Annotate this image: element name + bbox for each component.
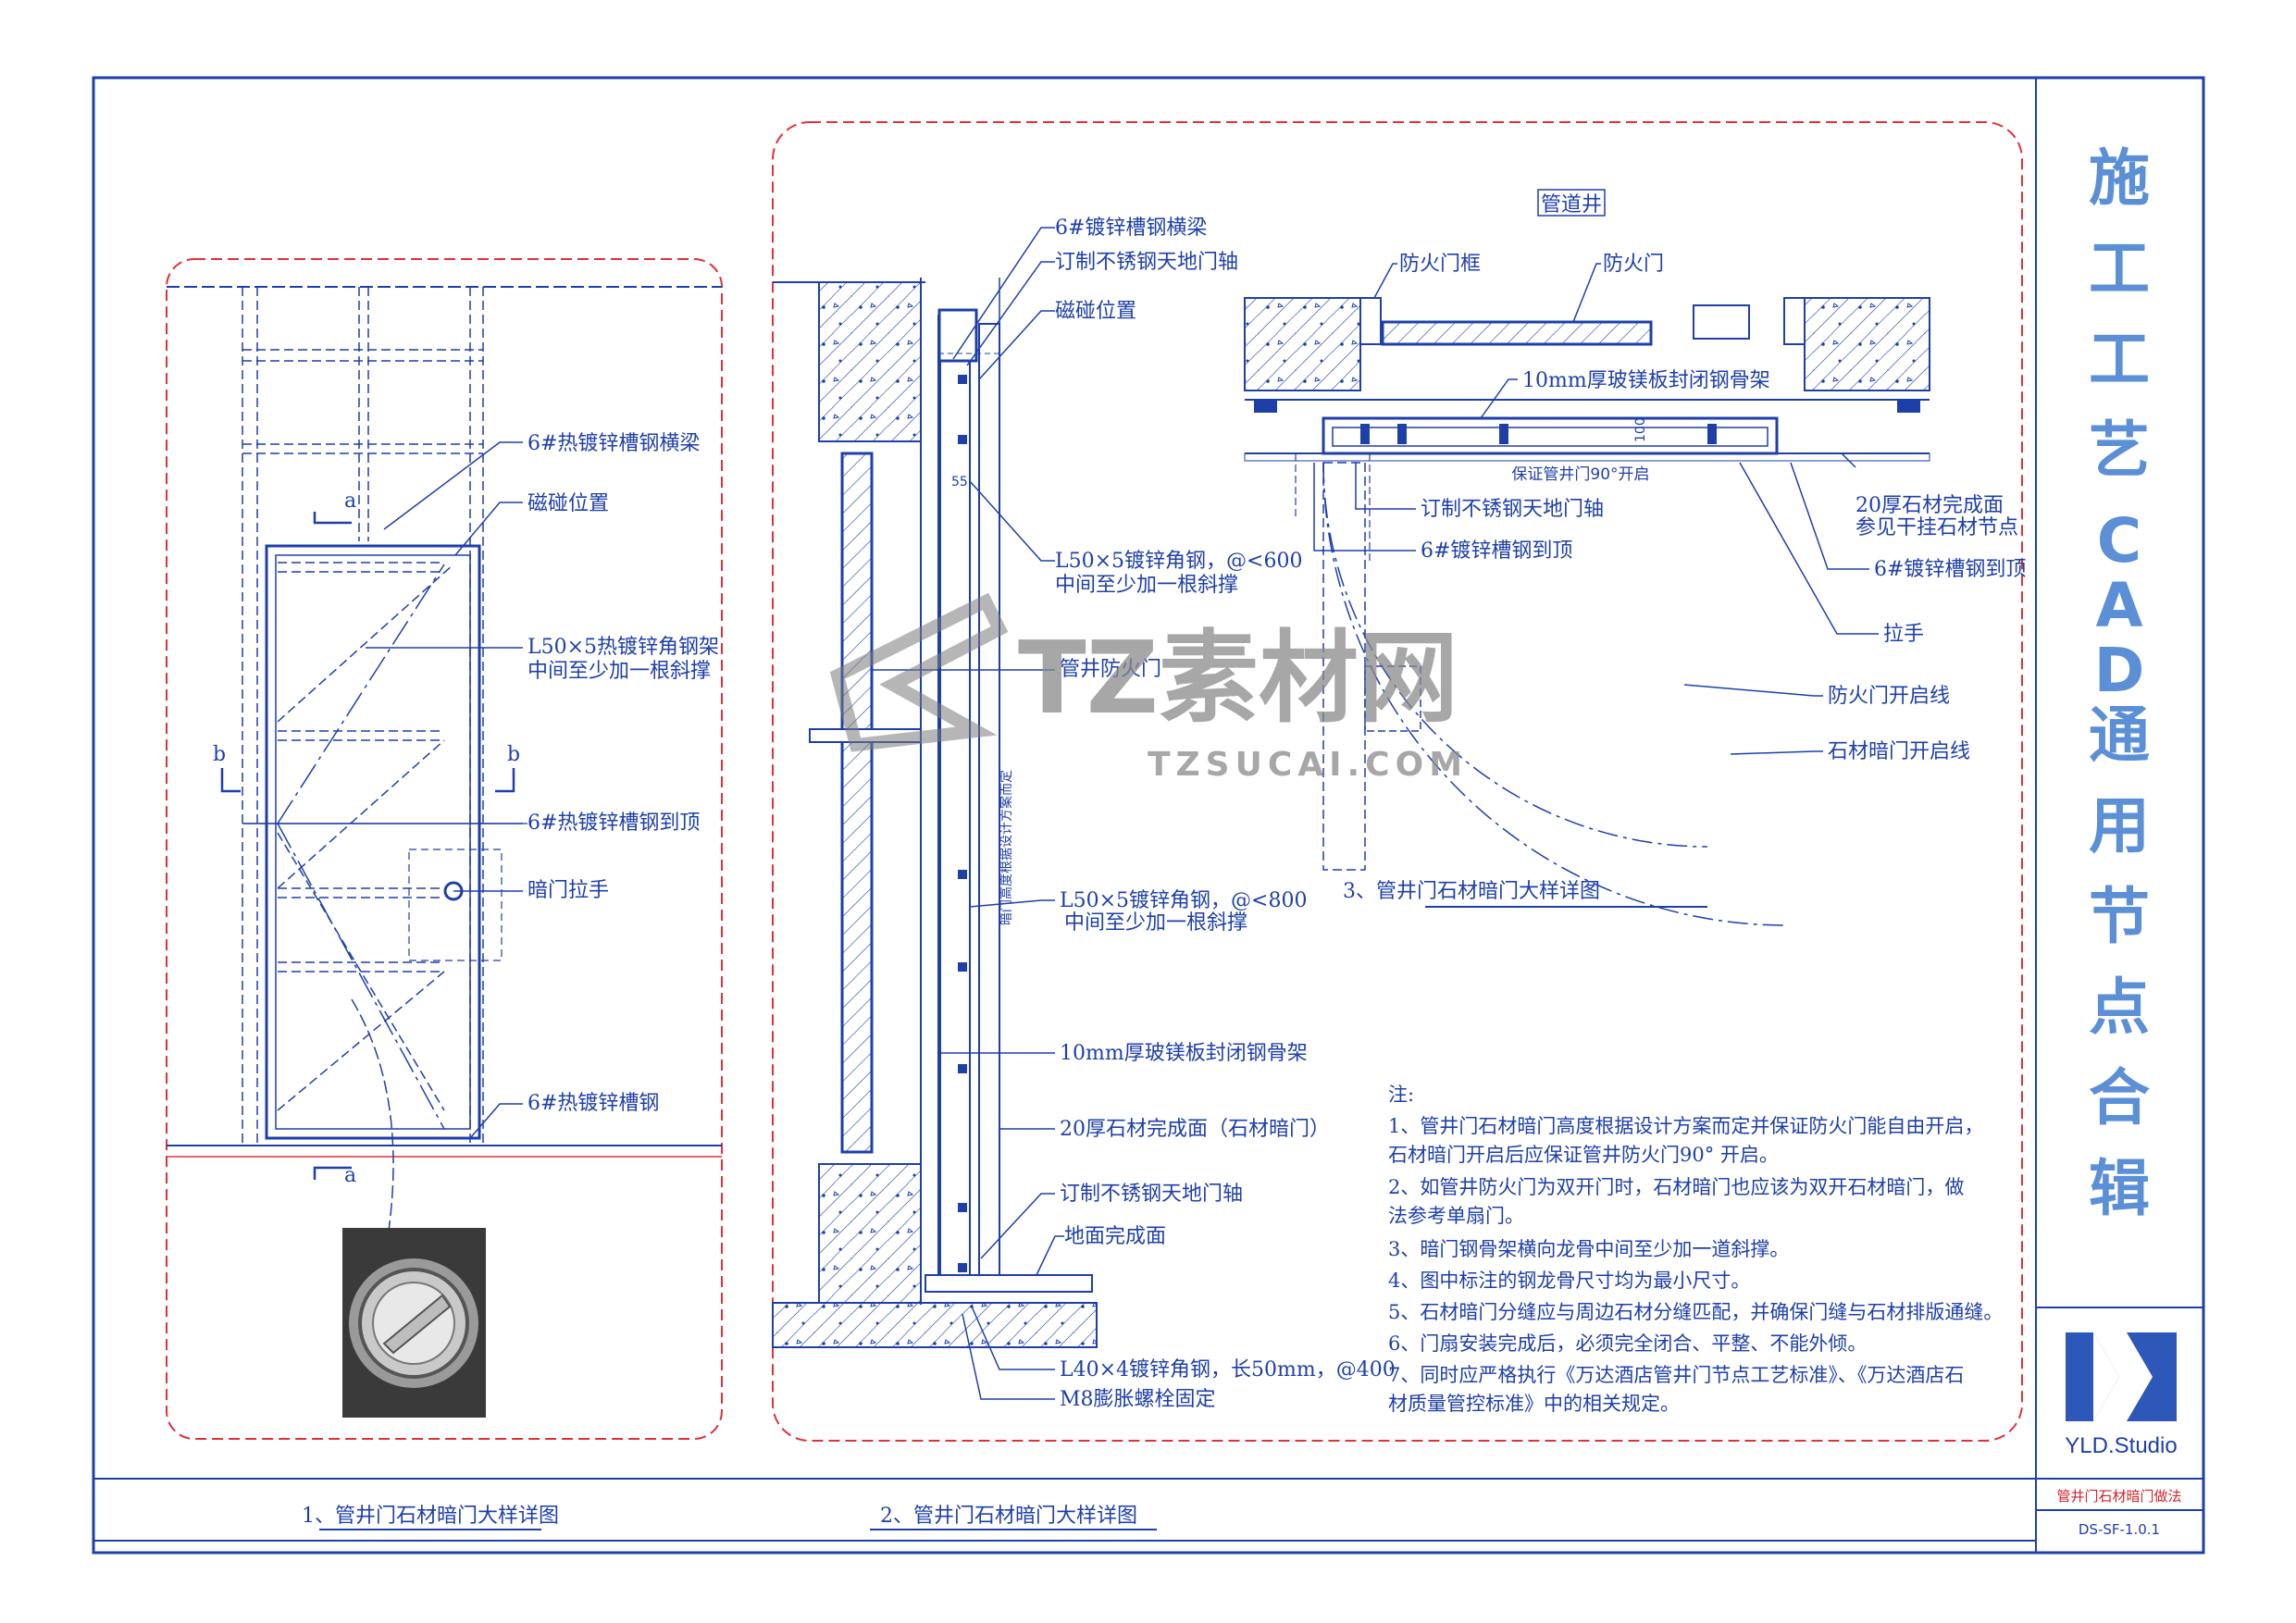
section-mark-b-right: b [507,743,520,766]
note-line-8: 6、门扇安装完成后，必须完全闭合、平整、不能外倾。 [1388,1332,1867,1355]
vertical-title-glyph: 艺 [2089,415,2150,486]
note-line-2: 石材暗门开启后应保证管井防火门90° 开启。 [1388,1144,1779,1166]
caption-view3: 3、管井门石材暗门大样详图 [1343,880,1600,903]
v2-label-brace-2: 中间至少加一根斜撑 [1064,911,1247,935]
note-line-4: 法参考单扇门。 [1388,1205,1524,1227]
drawing-number: DS-SF-1.0.1 [2079,1521,2160,1538]
caption-view1: 1、管井门石材暗门大样详图 [302,1505,559,1528]
v3-label-90-open: 保证管井门90°开启 [1511,465,1649,484]
v2-height-note: 暗门高度根据设计方案而定 [999,770,1014,925]
handle-photo [342,1228,486,1418]
v2-label-pivot-top: 订制不锈钢天地门轴 [1055,251,1238,274]
v2-label-mgo-board: 10mm厚玻镁板封闭钢骨架 [1060,1042,1308,1065]
drawing-name: 管井门石材暗门做法 [2056,1488,2181,1505]
v2-label-angle-40: L40×4镀锌角钢，长50mm，@400 [1060,1358,1396,1381]
v1-label-angle-frame: L50×5热镀锌角钢架 [527,636,719,659]
watermark-sub: TZSUCAI.COM [1148,746,1468,784]
view3-plan: 管道井 100 [1244,189,2026,926]
note-line-3: 2、如管井防火门为双开门时，石材暗门也应该为双开石材暗门，做 [1388,1176,1964,1198]
v3-label-channel-right: 6#镀锌槽钢到顶 [1874,558,2026,581]
section-mark-a-bottom: a [344,1164,356,1187]
studio-name: YLD.Studio [2065,1433,2177,1458]
v2-label-anchor: M8膨胀螺栓固定 [1060,1388,1216,1411]
v3-label-stone-finish: 20厚石材完成面 [1855,494,2004,517]
section-mark-a-top: a [344,489,356,513]
v2-label-angle-800: L50×5镀锌角钢，@<800 [1060,889,1307,912]
v3-label-pivot: 订制不锈钢天地门轴 [1421,498,1604,521]
v1-label-channel: 6#热镀锌槽钢 [527,1092,659,1115]
v1-label-brace: 中间至少加一根斜撑 [527,660,711,683]
notes-block: 注: 1、管井门石材暗门高度根据设计方案而定并保证防火门能自由开启， 石材暗门开… [1388,1084,2003,1415]
sheet-border [92,76,2205,1555]
v3-label-pull: 拉手 [1883,623,1924,646]
v2-dim-55: 55 [951,475,968,489]
note-line-7: 5、石材暗门分缝应与周边石材分缝匹配，并确保门缝与石材排版通缝。 [1388,1301,2003,1323]
vertical-title-glyph: 点 [2089,972,2150,1043]
note-line-10: 材质量管控标准》中的相关规定。 [1388,1393,1680,1415]
vertical-title-glyph: C [2097,505,2141,576]
v2-label-magnet: 磁碰位置 [1055,300,1136,323]
v2-label-floor: 地面完成面 [1064,1225,1166,1248]
view1-elevation: a a b b 6#热镀锌槽钢横梁 磁碰位置 L50×5热镀锌角钢架 中间至少加… [166,258,723,1440]
v3-tag-pipe-shaft: 管道井 [1541,193,1602,217]
v1-label-magnet: 磁碰位置 [527,492,609,515]
v3-label-fire-swing: 防火门开启线 [1828,685,1950,708]
v2-label-beam: 6#镀锌槽钢横梁 [1055,217,1207,240]
v2-label-brace-1: 中间至少加一根斜撑 [1055,574,1238,597]
view2-section: 暗门高度根据设计方案而定 55 6#镀锌槽钢横梁 订制不锈钢天地门轴 磁碰位置 … [772,121,2023,1442]
studio-logo-icon [2066,1332,2177,1421]
v3-label-fire-door: 防火门 [1603,253,1664,276]
v3-label-door-frame: 防火门框 [1399,253,1481,276]
v1-label-channel-beam: 6#热镀锌槽钢横梁 [527,432,700,455]
vertical-title-glyph: 通 [2089,700,2150,771]
v3-label-channel-left: 6#镀锌槽钢到顶 [1421,539,1572,563]
note-line-5: 3、暗门钢骨架横向龙骨中间至少加一道斜撑。 [1388,1238,1789,1260]
note-line-1: 1、管井门石材暗门高度根据设计方案而定并保证防火门能自由开启， [1388,1115,1983,1137]
watermark-main: TZ素材网 [1018,621,1458,737]
v3-dim-100: 100 [1633,417,1648,442]
vertical-title-glyph: 节 [2089,881,2150,952]
vertical-title-glyph: D [2094,635,2145,706]
note-line-6: 4、图中标注的钢龙骨尺寸均为最小尺寸。 [1388,1270,1750,1292]
vertical-title-glyph: 用 [2089,790,2150,861]
v2-label-stone-finish: 20厚石材完成面（石材暗门） [1060,1118,1330,1141]
watermark: TZ素材网 TZSUCAI.COM [829,592,1468,784]
watermark-logo-icon [829,592,1009,752]
section-mark-b-left: b [213,743,226,766]
vertical-title-glyph: 合 [2089,1062,2150,1134]
notes-heading: 注: [1388,1084,1414,1106]
vertical-title-glyph: A [2095,570,2142,641]
v2-label-fire-door: 管井防火门 [1060,658,1161,681]
vertical-title-glyph: 工 [2089,324,2150,395]
v3-label-mgo-board: 10mm厚玻镁板封闭钢骨架 [1522,369,1770,392]
vertical-title-glyph: 施 [2089,142,2150,214]
vertical-title-glyph: 工 [2089,233,2150,304]
caption-view2: 2、管井门石材暗门大样详图 [880,1505,1137,1528]
note-line-9: 7、同时应严格执行《万达酒店管井门节点工艺标准》、《万达酒店石 [1388,1364,1964,1386]
v1-label-hidden-handle: 暗门拉手 [527,879,609,902]
v1-label-channel-top: 6#热镀锌槽钢到顶 [527,812,700,835]
v2-label-pivot-bottom: 订制不锈钢天地门轴 [1060,1183,1243,1206]
vertical-title-glyph: 辑 [2089,1153,2150,1224]
v3-label-stone-swing: 石材暗门开启线 [1828,740,1970,763]
v2-label-angle-600: L50×5镀锌角钢，@<600 [1055,550,1302,573]
v3-label-dry-hang: 参见干挂石材节点 [1855,516,2018,539]
